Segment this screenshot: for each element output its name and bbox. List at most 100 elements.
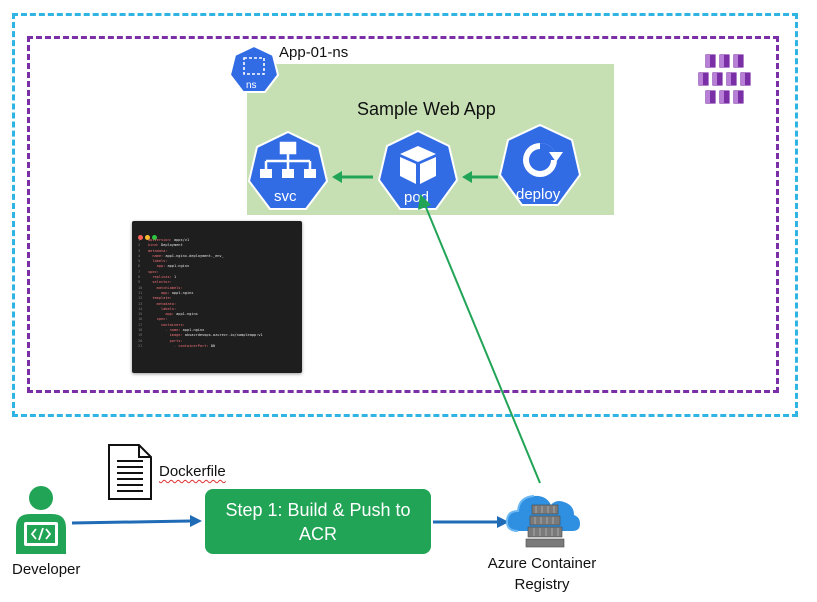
line-number: 11 bbox=[138, 290, 143, 295]
line-number: 14 bbox=[138, 306, 143, 311]
code-key: app: bbox=[165, 312, 174, 317]
code-key: labels: bbox=[160, 306, 177, 311]
deploy-to-pod-arrow bbox=[462, 171, 498, 183]
line-number: 1 bbox=[138, 238, 141, 242]
line-number: 6 bbox=[138, 264, 141, 269]
code-line: 10 matchLabels: bbox=[138, 286, 263, 291]
code-value: app1-nginx bbox=[180, 328, 205, 333]
line-number: 20 bbox=[138, 338, 143, 343]
line-number: 5 bbox=[138, 259, 141, 264]
code-line: 2 kind: Deployment bbox=[138, 243, 263, 248]
line-number: 3 bbox=[138, 248, 141, 253]
aks-logo-icon bbox=[697, 53, 752, 105]
code-line: 20 ports: bbox=[138, 339, 263, 344]
code-key: app: bbox=[156, 264, 166, 269]
code-key: replicas: bbox=[152, 275, 172, 280]
code-key: apiVersion: bbox=[148, 238, 172, 242]
code-value: app1-nginx bbox=[169, 290, 194, 295]
line-number: 19 bbox=[138, 333, 143, 338]
code-line: 17 containers: bbox=[138, 323, 263, 328]
code-key: containers: bbox=[160, 322, 185, 327]
code-value: 1 bbox=[171, 275, 177, 280]
code-value: 80 bbox=[208, 343, 216, 348]
code-key: spec: bbox=[148, 269, 159, 274]
code-line: 14 labels: bbox=[138, 307, 263, 312]
code-line: 11 app: app1-nginx bbox=[138, 291, 263, 296]
code-value: Deployment bbox=[158, 243, 183, 248]
code-line: 18 - name: app1-nginx bbox=[138, 328, 263, 333]
code-line: 6 app: app1-nginx bbox=[138, 264, 263, 269]
line-number: 2 bbox=[138, 243, 141, 248]
line-number: 17 bbox=[138, 322, 143, 327]
code-key: image: bbox=[169, 333, 183, 338]
app-title: Sample Web App bbox=[357, 99, 496, 119]
line-number: 15 bbox=[138, 312, 143, 317]
namespace-boundary bbox=[27, 36, 779, 393]
namespace-name: App-01-ns bbox=[279, 44, 349, 61]
code-key: kind: bbox=[148, 243, 159, 248]
developer-to-build-arrow bbox=[71, 515, 202, 527]
line-number: 12 bbox=[138, 296, 143, 301]
build-push-step: Step 1: Build & Push to ACR bbox=[205, 489, 431, 554]
code-key: - name: bbox=[165, 328, 181, 333]
line-number: 10 bbox=[138, 285, 143, 290]
code-key: template: bbox=[152, 296, 172, 301]
code-key: selector: bbox=[152, 280, 172, 285]
document-icon bbox=[108, 444, 152, 500]
code-key: spec: bbox=[156, 317, 168, 322]
yaml-code: 1 apiVersion: apps/v1 2 kind: Deployment 3 me… bbox=[138, 238, 263, 349]
code-line: 4 name: app1-nginx-deployment-_env_ bbox=[138, 254, 263, 259]
service-icon bbox=[247, 130, 329, 210]
service-label: svc bbox=[274, 188, 297, 205]
pod-cube-icon bbox=[377, 129, 459, 210]
registry-label: Azure Container Registry bbox=[462, 553, 622, 595]
code-key: name: bbox=[152, 253, 164, 258]
window-controls bbox=[138, 227, 159, 245]
code-line: 16 spec: bbox=[138, 317, 263, 322]
code-line: 8 replicas: 1 bbox=[138, 275, 263, 280]
namespace-icon bbox=[228, 44, 280, 93]
namespace-icon-label: ns bbox=[246, 80, 257, 91]
developer-label: Developer bbox=[12, 561, 81, 578]
code-line: 12 template: bbox=[138, 296, 263, 301]
code-value: app1-nginx bbox=[173, 312, 198, 317]
developer-icon bbox=[16, 486, 66, 554]
code-key: app: bbox=[160, 290, 170, 295]
registry-label-line1: Azure Container bbox=[487, 555, 597, 572]
cluster-boundary bbox=[12, 13, 798, 417]
build-push-step-label: Step 1: Build & Push to ACR bbox=[225, 499, 411, 544]
deployment-icon bbox=[498, 123, 582, 206]
code-value: aksacrdevops.azurecr.io/sampleapp:v1 bbox=[182, 333, 263, 338]
deployment-yaml-panel: 1 apiVersion: apps/v1 2 kind: Deployment 3 me… bbox=[132, 221, 302, 373]
code-value: apps/v1 bbox=[171, 238, 190, 242]
code-key: labels: bbox=[152, 259, 168, 264]
code-key: matchLabels: bbox=[156, 285, 183, 290]
line-number: 7 bbox=[138, 269, 141, 274]
code-value: app1-nginx bbox=[165, 264, 190, 269]
line-number: 4 bbox=[138, 253, 141, 258]
line-number: 9 bbox=[138, 280, 141, 285]
line-number: 18 bbox=[138, 328, 143, 333]
code-line: 9 selector: bbox=[138, 280, 263, 285]
code-line: 13 metadata: bbox=[138, 302, 263, 307]
code-key: metadata: bbox=[148, 248, 168, 253]
build-to-acr-arrow bbox=[433, 516, 509, 528]
code-line: 15 app: app1-nginx bbox=[138, 312, 263, 317]
registry-label-line2: Registry bbox=[514, 576, 570, 593]
code-key: ports: bbox=[169, 338, 183, 343]
code-line: 7 spec: bbox=[138, 270, 263, 275]
code-line: 3 metadata: bbox=[138, 249, 263, 254]
code-line: 19 image: aksacrdevops.azurecr.io/sample… bbox=[138, 333, 263, 338]
line-number: 8 bbox=[138, 275, 141, 280]
code-line: 5 labels: bbox=[138, 259, 263, 264]
dockerfile-label: Dockerfile bbox=[159, 463, 226, 480]
code-line: 1 apiVersion: apps/v1 bbox=[138, 238, 263, 243]
code-value: app1-nginx-deployment-_env_ bbox=[163, 253, 224, 258]
deploy-label: deploy bbox=[516, 186, 561, 203]
code-key: metadata: bbox=[156, 301, 177, 306]
line-number: 13 bbox=[138, 301, 143, 306]
line-number: 16 bbox=[138, 317, 143, 322]
container-registry-icon bbox=[505, 495, 580, 548]
acr-to-pod-arrow bbox=[418, 194, 541, 484]
code-key: - containerPort: bbox=[173, 343, 209, 348]
